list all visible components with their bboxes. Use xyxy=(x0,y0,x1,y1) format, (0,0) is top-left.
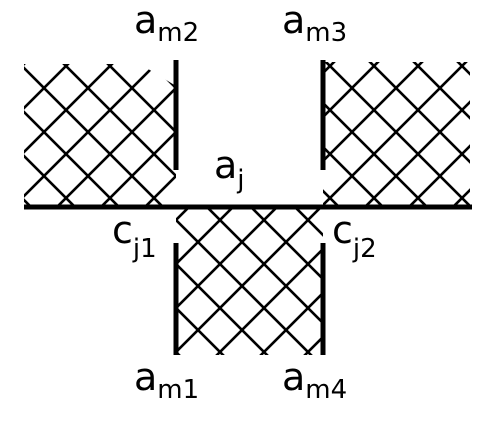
label-a-j: aj xyxy=(214,143,245,195)
hatched-region-left xyxy=(24,64,176,207)
label-a-m1: am1 xyxy=(134,355,199,405)
hatched-region-bottom xyxy=(176,207,323,355)
label-a-m4: am4 xyxy=(282,355,347,405)
label-c-j2: cj2 xyxy=(332,208,377,264)
label-a-m2: am2 xyxy=(134,0,199,48)
label-a-m3: am3 xyxy=(282,0,347,48)
hatched-region-right xyxy=(323,62,470,207)
label-c-j1: cj1 xyxy=(112,208,157,264)
